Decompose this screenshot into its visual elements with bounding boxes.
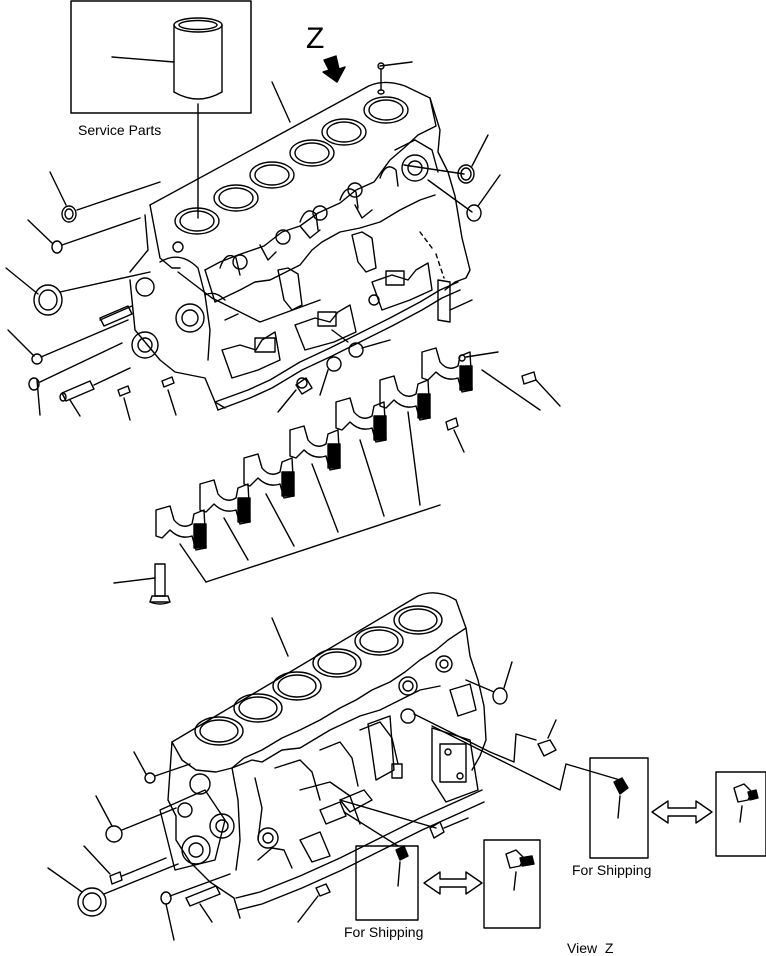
view-marker-label: Z (306, 22, 325, 55)
front-plug-2 (160, 891, 172, 905)
cylinder-block-bottom (159, 592, 487, 919)
side-plug (348, 342, 364, 358)
center-plug (326, 356, 342, 372)
plug-left-4 (28, 377, 40, 391)
plug-left-3 (31, 353, 43, 365)
plug-left-1 (61, 205, 77, 223)
front-plug-1 (144, 772, 156, 784)
plug-left-2 (51, 240, 63, 254)
rear-cup-plug (492, 687, 508, 705)
bearing-cap-3 (243, 453, 295, 499)
cap-bolt (113, 563, 171, 605)
bearing-cap-2 (199, 479, 251, 525)
cup-plug-right-1 (457, 164, 475, 184)
bottom-leaders (47, 617, 621, 941)
service-parts-box (70, 0, 252, 219)
double-arrow-1 (423, 871, 483, 895)
sensor-fitting-right (537, 739, 557, 757)
service-parts-label: Service Parts (78, 122, 162, 138)
cup-plug-right-2 (466, 204, 482, 222)
cylinder-liner-part (111, 17, 223, 100)
dowel-pin-long (61, 380, 95, 402)
for-shipping-label-right: For Shipping (572, 862, 652, 878)
bearing-cap-7 (421, 347, 541, 411)
view-z-label: View Z (567, 940, 614, 956)
main-bearing-caps (113, 347, 561, 605)
double-arrow-2 (651, 800, 713, 824)
front-cup-plug (105, 825, 123, 843)
shipping-box-2 (589, 757, 766, 859)
for-shipping-label-left: For Shipping (344, 924, 424, 940)
bearing-cap-4 (289, 425, 341, 471)
top-leaders (5, 61, 501, 421)
bearing-cap-5 (335, 397, 387, 443)
bearing-cap-1 (155, 505, 207, 551)
bearing-cap-6 (379, 375, 431, 421)
shipping-box-1 (355, 839, 541, 929)
top-plug-part (377, 62, 385, 70)
cylinder-block-top (129, 81, 471, 411)
cup-plug-left-large (33, 284, 63, 316)
view-z-arrow (322, 55, 346, 83)
front-cup-plug-large (77, 887, 107, 917)
